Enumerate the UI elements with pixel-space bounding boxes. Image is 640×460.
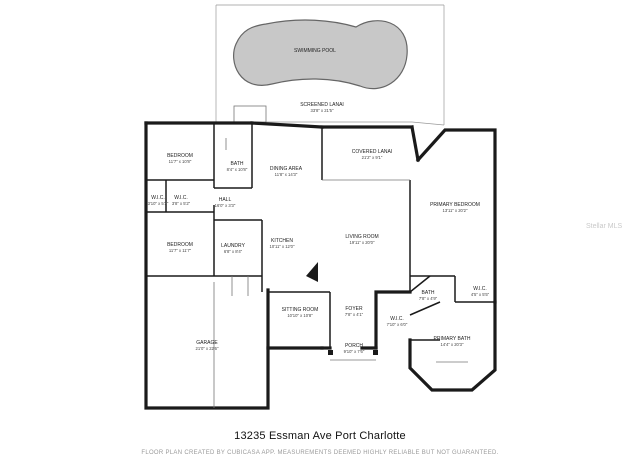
wic-2-dim: 3'8" x 5'2"	[172, 201, 191, 206]
exterior-walls	[144, 121, 497, 410]
primary-bath-dim: 14'4" x 20'3"	[441, 342, 464, 347]
screened-lanai-name: SCREENED LANAI	[300, 102, 344, 108]
floor-plan: SCREENED LANAI 33'8" x 21'5" SWIMMING PO…	[144, 4, 497, 410]
bedroom-1-dim: 11'7" x 10'8"	[169, 159, 192, 164]
bedroom-2-name: BEDROOM	[167, 242, 193, 248]
laundry-name: LAUNDRY	[221, 243, 245, 249]
primary-bedroom-dim: 13'11" x 20'2"	[443, 208, 468, 213]
wic-4-name: W.I.C.	[390, 316, 404, 322]
wic-4-dim: 7'10" x 6'0"	[387, 322, 408, 327]
wic-3-dim: 4'5" x 5'5"	[471, 292, 490, 297]
laundry-dim: 6'8" x 8'4"	[224, 249, 243, 254]
bath-2-dim: 7'8" x 4'9"	[419, 296, 438, 301]
screened-lanai-enclosure	[215, 4, 445, 126]
bath-2-name: BATH	[422, 290, 435, 296]
hall-dim: 16'0" x 3'3"	[215, 203, 236, 208]
kitchen-counter-wedge	[306, 262, 318, 282]
primary-bath-name: PRIMARY BATH	[434, 336, 471, 342]
dining-name: DINING AREA	[270, 166, 303, 172]
fixtures	[213, 138, 468, 408]
garage-name: GARAGE	[196, 340, 218, 346]
porch-dim: 9'10" x 7'6"	[344, 349, 365, 354]
wic-2-name: W.I.C.	[174, 195, 188, 201]
covered-lanai-name: COVERED LANAI	[352, 149, 393, 155]
garage-dim: 21'0" x 22'6"	[196, 346, 219, 351]
room-labels: SCREENED LANAI 33'8" x 21'5" SWIMMING PO…	[148, 48, 490, 354]
interior-walls	[146, 123, 495, 348]
wic-1-name: W.I.C.	[151, 195, 165, 201]
primary-bedroom-name: PRIMARY BEDROOM	[430, 202, 480, 208]
wic-3-name: W.I.C.	[473, 286, 487, 292]
foyer-dim: 7'8" x 4'1"	[345, 312, 364, 317]
porch-name: PORCH	[345, 343, 363, 349]
hall-name: HALL	[219, 197, 232, 203]
covered-lanai-dim: 21'2" x 9'1"	[362, 155, 383, 160]
living-room-name: LIVING ROOM	[345, 234, 378, 240]
watermark-text: Stellar MLS	[586, 223, 623, 230]
bedroom-2-dim: 11'7" x 11'7"	[169, 248, 192, 253]
disclaimer-text: FLOOR PLAN CREATED BY CUBICASA APP. MEAS…	[141, 450, 499, 456]
living-room-dim: 19'11" x 20'0"	[350, 240, 375, 245]
bath-1-dim: 8'4" x 10'8"	[227, 167, 248, 172]
sitting-room-dim: 10'10" x 10'8"	[287, 313, 313, 318]
kitchen-name: KITCHEN	[271, 238, 293, 244]
swimming-pool-shape	[233, 19, 408, 90]
bedroom-1-name: BEDROOM	[167, 153, 193, 159]
bath-1-name: BATH	[231, 161, 244, 167]
address-caption: 13235 Essman Ave Port Charlotte	[234, 430, 406, 442]
kitchen-dim: 10'11" x 12'0"	[270, 244, 295, 249]
screened-lanai-dim: 33'8" x 21'5"	[311, 108, 334, 113]
wic-1-dim: 3'10" x 5'2"	[148, 201, 169, 206]
sitting-room-name: SITTING ROOM	[282, 307, 319, 313]
dining-dim: 11'8" x 14'3"	[275, 172, 298, 177]
pool-name: SWIMMING POOL	[294, 48, 336, 54]
foyer-name: FOYER	[345, 306, 363, 312]
